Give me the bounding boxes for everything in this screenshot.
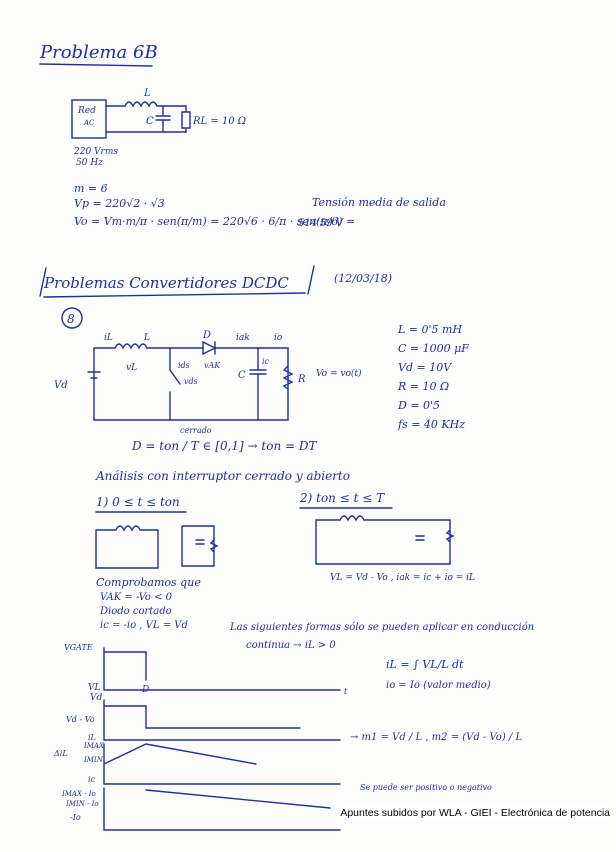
svg-text:iak: iak (236, 333, 250, 343)
analysis-line: Análisis con interruptor cerrado y abier… (95, 469, 350, 483)
section-date: (12/03/18) (334, 272, 392, 285)
svg-text:vAK: vAK (204, 361, 221, 370)
check-line-3: Diodo cortado (99, 606, 172, 617)
check-line-4: ic = -io , VL = Vd (100, 620, 188, 631)
eq-vo: Vo = Vm·m/π · sen(π/m) = 220√6 · 6/π · s… (74, 215, 355, 228)
continuous-note-2: continua → iL > 0 (246, 640, 336, 651)
capacitor-symbol (155, 105, 171, 133)
case-2-equation: VL = Vd - Vo , iak = ic + io = iL (330, 573, 475, 583)
svg-text:vds: vds (184, 377, 198, 386)
waveforms: VGATE VL Vd D Vd - Vo iL ΔiL IMAX IMIN i… (53, 643, 492, 831)
wave-label-imax: IMAX (83, 742, 105, 750)
wave-label-minus-io: -Io (70, 813, 81, 822)
continuous-note-1: Las siguientes formas sólo se pueden apl… (229, 622, 534, 633)
source-voltage: 220 Vrms (73, 147, 118, 157)
case-1-circuit (95, 525, 219, 569)
case-2-title: 2) ton ≤ t ≤ T (299, 491, 385, 505)
wave-label-vd-vo: Vd - Vo (66, 715, 95, 724)
wave-label-imin-io: IMIN - Io (65, 800, 99, 808)
check-line-2: VAK = -Vo < 0 (100, 592, 173, 603)
svg-text:ic: ic (262, 357, 270, 366)
io-equation: io = Io (valor medio) (386, 680, 491, 691)
wave-label-il: iL (88, 733, 96, 742)
problem-title: Problema 6B (39, 42, 158, 63)
wave-label-dil: ΔiL (53, 749, 68, 758)
boost-converter-circuit: iL L D iak io vL vAK ids vds ic C R Vo =… (54, 330, 362, 421)
inductor-symbol (124, 101, 158, 108)
wave-label-vd: Vd (90, 693, 102, 703)
svg-text:D: D (202, 330, 211, 341)
svg-text:iL: iL (104, 333, 113, 343)
wave-label-ic: ic (88, 775, 96, 784)
param-d: D = 0'5 (397, 399, 440, 412)
param-vd: Vd = 10V (398, 361, 452, 374)
load-resistor (282, 365, 294, 390)
resistor-symbol (181, 105, 191, 133)
sign-note: Se puede ser positivo o negativo (360, 783, 492, 792)
title-underline (39, 63, 153, 67)
eq-vo-result: 514'59 V (298, 218, 345, 229)
wave-label-vgate: VGATE (64, 643, 93, 652)
svg-text:L: L (143, 333, 150, 343)
problem-number: 8 (67, 312, 75, 326)
svg-text:ids: ids (178, 361, 190, 370)
svg-text:Vo = vo(t): Vo = vo(t) (316, 368, 362, 379)
svg-text:C: C (238, 370, 246, 381)
footer-credit: Apuntes subidos por WLA - GIEI - Electró… (338, 806, 612, 820)
eq-vp: Vp = 220√2 · √3 (74, 197, 165, 210)
eq-vo-note: Tensión media de salida (312, 196, 446, 209)
diode-symbol (202, 340, 217, 356)
svg-text:R: R (297, 374, 306, 385)
wave-label-imin: IMIN (83, 756, 104, 764)
capacitor-label: C (146, 116, 154, 127)
ac-source-box (71, 99, 107, 139)
circuit-6b: Red AC L C RL = 10 Ω 220 Vrms 50 Hz (71, 88, 246, 168)
load-label: RL = 10 Ω (192, 116, 246, 127)
switch-symbol (169, 347, 181, 421)
source-label-ac: AC (83, 119, 95, 127)
boost-inductor (114, 343, 148, 350)
svg-text:io: io (274, 333, 283, 343)
source-label-red: Red (77, 106, 96, 116)
case-1-title: 1) 0 ≤ t ≤ ton (96, 495, 180, 509)
param-fs: fs = 40 KHz (397, 418, 465, 431)
slope-equation: → m1 = Vd / L , m2 = (Vd - Vo) / L (350, 732, 522, 743)
wave-label-vl: VL (88, 683, 100, 693)
source-frequency: 50 Hz (76, 158, 103, 168)
dc-source (87, 371, 101, 379)
svg-text:Vd: Vd (54, 380, 68, 391)
svg-text:vL: vL (126, 363, 137, 373)
case-2-circuit (315, 515, 455, 565)
il-equation: iL = ∫ VL/L dt (386, 658, 464, 671)
param-r: R = 10 Ω (397, 380, 449, 393)
check-line-1: Comprobamos que (96, 576, 201, 589)
wave-label-imax-io: IMAX - Io (61, 790, 96, 798)
inductor-label: L (143, 88, 151, 99)
duty-equation: D = ton / T ∈ [0,1] → ton = DT (131, 439, 317, 453)
duty-note: cerrado (180, 426, 212, 435)
section-title: Problemas Convertidores DCDC (43, 274, 289, 292)
wave-label-d: D (141, 685, 149, 695)
output-capacitor (249, 347, 267, 421)
eq-m: m = 6 (74, 182, 108, 195)
wave-label-t: t (344, 687, 348, 696)
problem-number-circle (61, 307, 83, 329)
param-c: C = 1000 μF (398, 342, 469, 355)
param-l: L = 0'5 mH (397, 323, 462, 336)
